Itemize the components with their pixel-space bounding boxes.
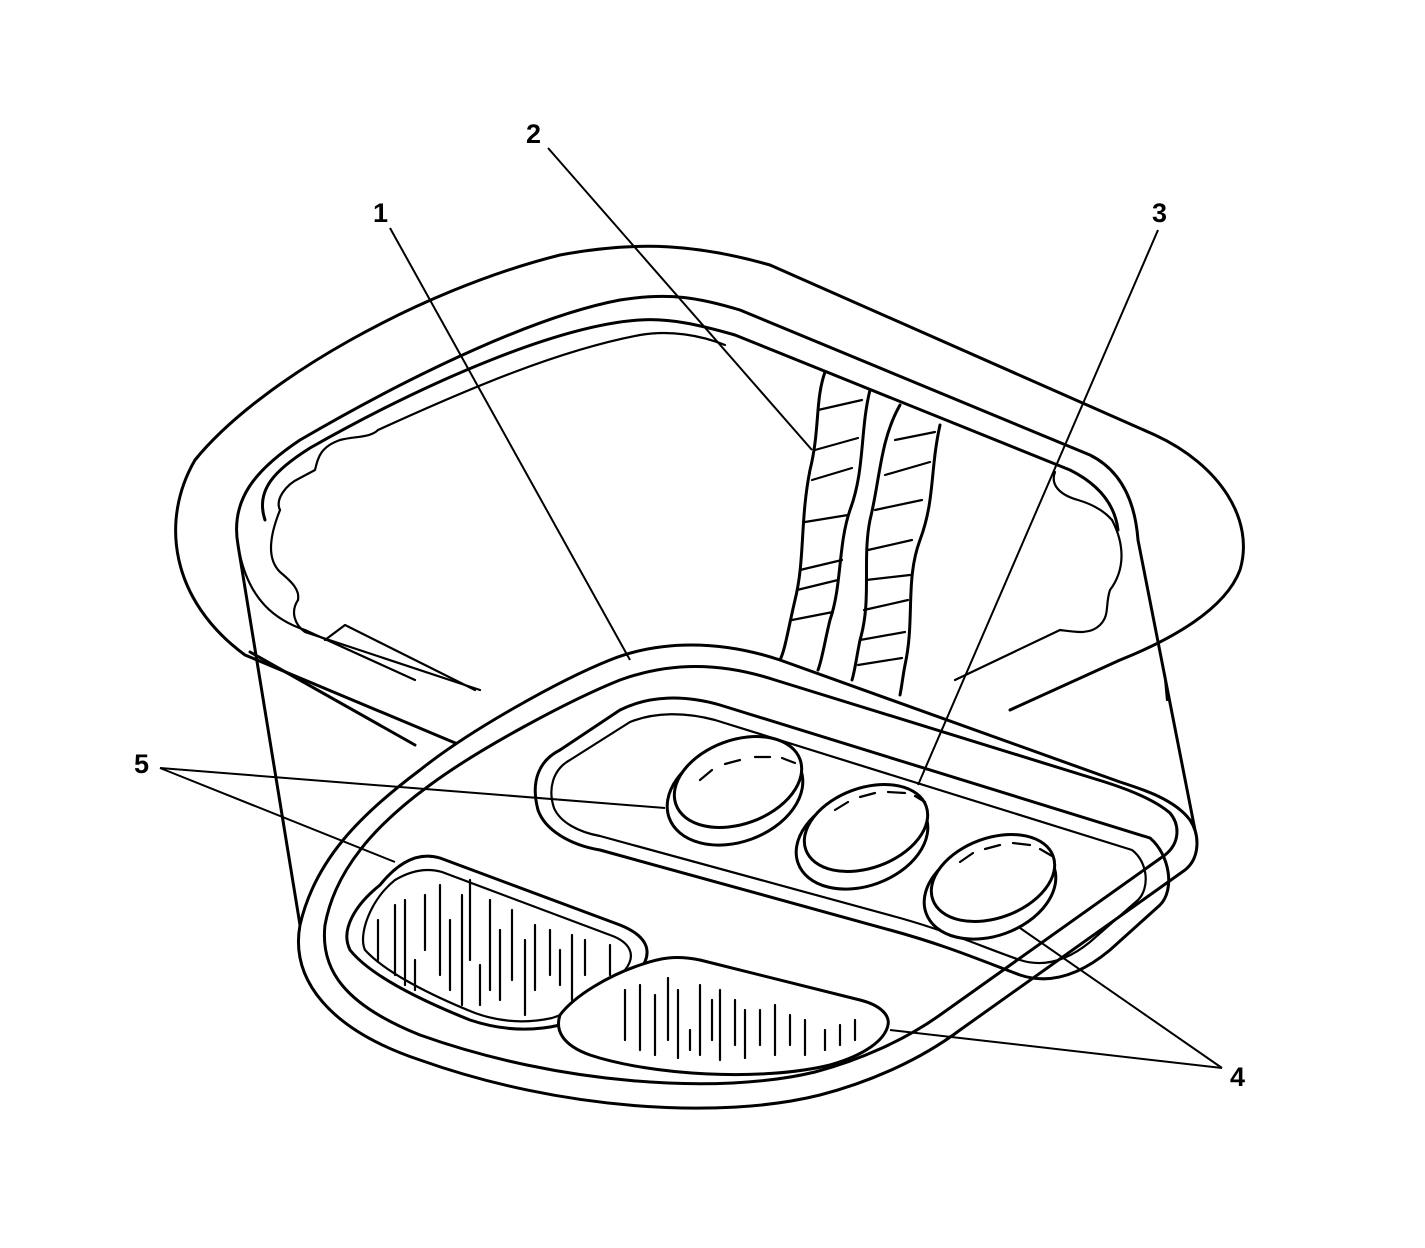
callout-1: 1 xyxy=(373,198,388,228)
headliner-trim xyxy=(174,244,1245,927)
leader-5b xyxy=(159,767,396,863)
lens-left xyxy=(345,854,649,1031)
leader-4a xyxy=(1019,927,1223,1069)
leader-3 xyxy=(917,229,1159,786)
lens-right-hatch xyxy=(623,976,857,1062)
callout-labels: 1 2 3 4 5 xyxy=(134,119,1245,1092)
leader-1 xyxy=(389,227,631,661)
callout-5: 5 xyxy=(134,749,149,779)
leader-4b xyxy=(889,1029,1223,1069)
reading-lamp-center xyxy=(794,783,930,891)
callout-4: 4 xyxy=(1230,1062,1245,1092)
reading-lamp-right xyxy=(922,833,1058,941)
leader-2 xyxy=(547,147,813,451)
leader-lines xyxy=(159,147,1223,1069)
wiring-harness xyxy=(778,370,942,697)
lens-left-hatch xyxy=(376,878,612,1017)
callout-2: 2 xyxy=(526,119,541,149)
callout-3: 3 xyxy=(1152,198,1167,228)
leader-5a xyxy=(159,767,666,809)
lens-right xyxy=(557,956,890,1077)
reading-lamp-left xyxy=(665,735,805,847)
